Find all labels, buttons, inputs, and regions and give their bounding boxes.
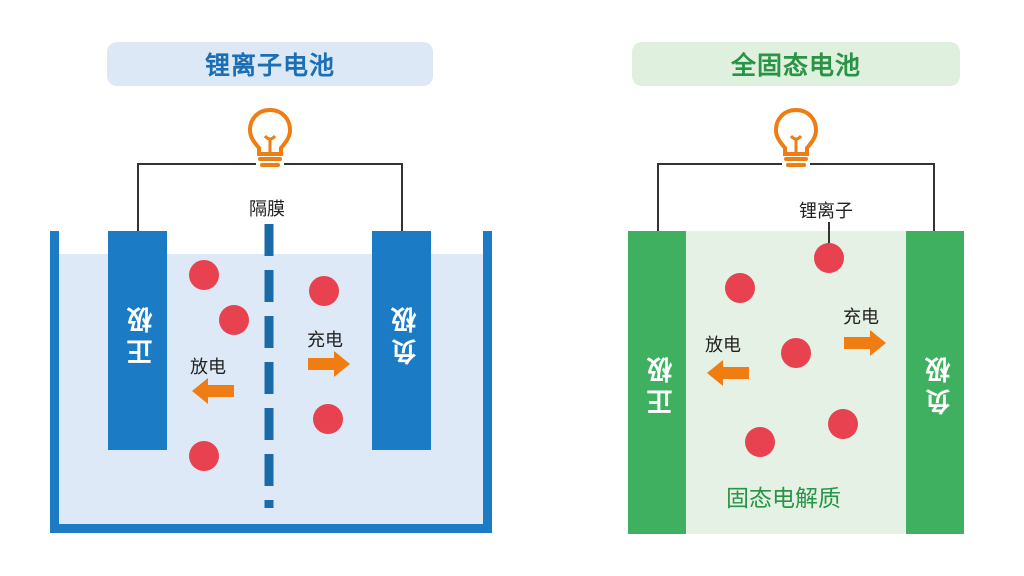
- li-charge-label: 充电: [307, 330, 343, 351]
- li-positive-label: 正极: [127, 301, 157, 365]
- lightbulb-icon: [247, 107, 293, 167]
- li-negative-electrode: 负极: [372, 231, 431, 450]
- ss-charge-label: 充电: [843, 307, 879, 328]
- ss-ion: [781, 338, 811, 368]
- ss-negative-electrode: 负极: [906, 231, 964, 534]
- li-ion: [189, 260, 219, 290]
- ss-ion: [745, 427, 775, 457]
- ss-wire-right-down: [933, 163, 935, 231]
- li-positive-electrode: 正极: [108, 231, 167, 450]
- solid-electrolyte-label: 固态电解质: [726, 486, 841, 512]
- ss-positive-electrode: 正极: [628, 231, 686, 534]
- li-wire-left-top: [138, 163, 256, 165]
- ss-negative-label: 负极: [925, 351, 955, 415]
- ss-wire-right-top: [810, 163, 935, 165]
- li-ion: [313, 404, 343, 434]
- li-wire-right-down: [401, 163, 403, 231]
- li-wire-right-top: [284, 163, 403, 165]
- ion-label: 锂离子: [799, 201, 853, 222]
- ss-wire-left-top: [658, 163, 782, 165]
- li-container-left-wall: [50, 231, 59, 532]
- ss-ion: [828, 409, 858, 439]
- arrow-left-icon: [707, 360, 749, 386]
- arrow-right-icon: [844, 330, 886, 356]
- lightbulb-icon: [773, 107, 819, 167]
- li-battery-title: 锂离子电池: [107, 42, 433, 86]
- arrow-right-icon: [308, 351, 350, 377]
- li-container-right-wall: [483, 231, 492, 532]
- ss-ion: [814, 243, 844, 273]
- ss-discharge-label: 放电: [705, 335, 741, 356]
- ss-positive-label: 正极: [647, 351, 677, 415]
- li-negative-label: 负极: [391, 301, 421, 365]
- ion-leader-line: [828, 222, 830, 258]
- li-ion: [189, 441, 219, 471]
- ss-wire-left-down: [657, 163, 659, 231]
- separator-label: 隔膜: [249, 199, 285, 220]
- arrow-left-icon: [192, 378, 234, 404]
- ss-battery-title: 全固态电池: [632, 42, 960, 86]
- li-container-bottom: [50, 524, 492, 533]
- li-ion: [309, 276, 339, 306]
- ss-ion: [725, 273, 755, 303]
- li-ion: [219, 305, 249, 335]
- separator-membrane: [264, 224, 274, 508]
- li-wire-left-down: [137, 163, 139, 231]
- li-discharge-label: 放电: [190, 357, 226, 378]
